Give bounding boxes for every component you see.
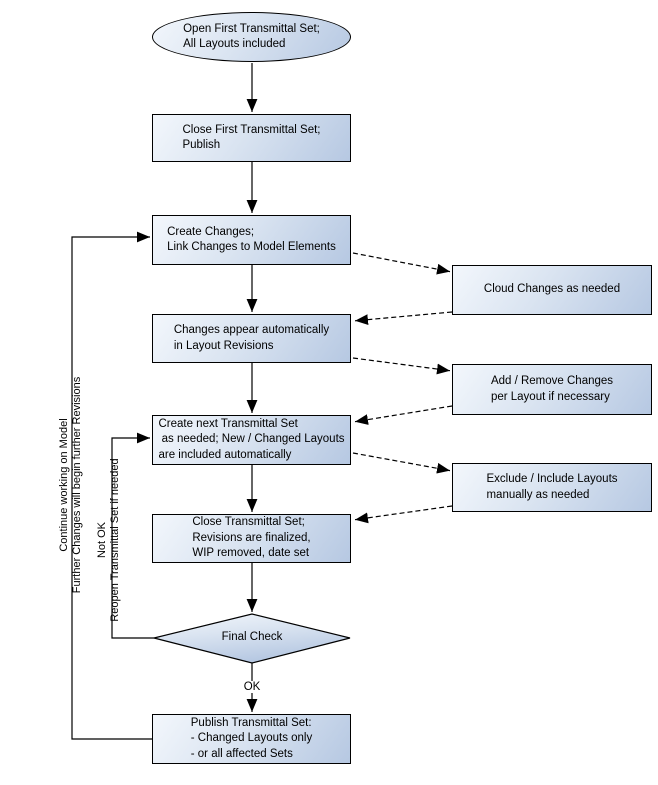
edge-label-line: Reopen Transmittal Set if needed: [109, 458, 121, 622]
node-create-next-transmittal-set: Create next Transmittal Set as needed; N…: [152, 415, 351, 465]
node-close-transmittal-set: Close Transmittal Set; Revisions are fin…: [152, 514, 351, 563]
node-add-remove-changes: Add / Remove Changes per Layout if neces…: [452, 364, 652, 415]
loop-publish-to-create-changes: [71, 231, 152, 740]
node-cloud-changes: Cloud Changes as needed: [452, 265, 652, 315]
node-close-first-transmittal-set: Close First Transmittal Set; Publish: [152, 114, 351, 162]
dashed-add-remove-to-create-next: [354, 405, 453, 425]
edge-label-not-ok-reopen: Not OK Reopen Transmittal Set if needed: [95, 440, 123, 640]
edge-label-ok: OK: [232, 681, 272, 693]
edge-label-line: Not OK: [95, 521, 108, 559]
decision-diamond-shape: [153, 613, 351, 664]
edge-label-continue-working: Continue working on Model Further Change…: [57, 355, 85, 615]
node-create-changes: Create Changes; Link Changes to Model El…: [152, 215, 351, 265]
loop-final-check-to-create-next: [111, 432, 154, 639]
edge-label-line: Continue working on Model: [57, 418, 70, 552]
dashed-create-next-to-exclude: [352, 452, 451, 474]
dashed-cloud-to-changes-appear: [354, 311, 453, 326]
decision-final-check-label: Final Check: [221, 631, 283, 643]
node-label: Open First Transmittal Set; All Layouts …: [183, 22, 320, 51]
node-label: Cloud Changes as needed: [483, 283, 621, 296]
node-changes-appear-automatically: Changes appear automatically in Layout R…: [152, 314, 351, 363]
dashed-exclude-to-close-set: [354, 505, 453, 524]
node-label: Publish Transmittal Set: - Changed Layou…: [190, 716, 313, 760]
node-label: Changes appear automatically in Layout R…: [173, 324, 330, 352]
node-label: Create Changes; Link Changes to Model El…: [167, 225, 336, 254]
node-label: Close Transmittal Set; Revisions are fin…: [192, 516, 311, 560]
node-exclude-include-layouts: Exclude / Include Layouts manually as ne…: [452, 463, 652, 512]
node-label: Close First Transmittal Set; Publish: [182, 123, 321, 152]
dashed-create-changes-to-cloud: [352, 252, 451, 275]
edge-label-line: Further Changes will begin further Revis…: [71, 376, 83, 594]
node-publish-transmittal-set: Publish Transmittal Set: - Changed Layou…: [152, 714, 351, 764]
node-label: Add / Remove Changes per Layout if neces…: [490, 375, 614, 403]
node-open-first-transmittal-set: Open First Transmittal Set; All Layouts …: [152, 12, 351, 62]
node-label: Exclude / Include Layouts manually as ne…: [486, 473, 618, 501]
node-label: Create next Transmittal Set as needed; N…: [158, 417, 345, 461]
dashed-changes-appear-to-add-remove: [352, 357, 451, 375]
